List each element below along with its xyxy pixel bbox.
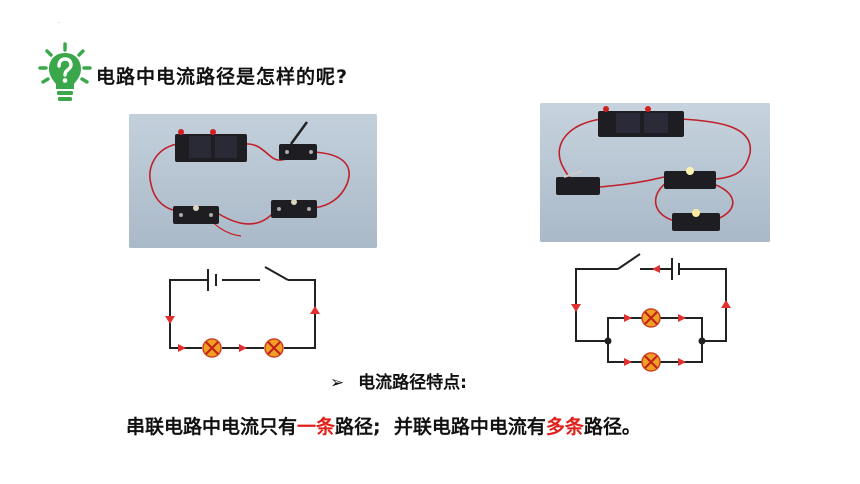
parallel-circuit-photo bbox=[540, 103, 770, 242]
conclusion-part-2: 路径; 并联电路中电流有 bbox=[335, 416, 546, 438]
conclusion-part-1: 串联电路中电流只有 bbox=[126, 416, 298, 438]
lightbulb-question-icon bbox=[38, 42, 92, 101]
series-circuit-photo bbox=[129, 114, 377, 248]
series-circuit-diagram bbox=[165, 266, 320, 358]
page-title: 电路中电流路径是怎样的呢? bbox=[96, 66, 349, 88]
bullet-arrow: ➢ bbox=[330, 373, 345, 393]
conclusion-text: 串联电路中电流只有一条路径; 并联电路中电流有多条路径。 bbox=[126, 412, 641, 439]
emphasis-multi-path: 多条 bbox=[545, 416, 584, 438]
emphasis-one-path: 一条 bbox=[297, 416, 336, 438]
parallel-circuit-diagram bbox=[571, 253, 731, 372]
conclusion-part-3: 路径。 bbox=[583, 416, 641, 438]
feature-label: 电流路径特点: bbox=[358, 373, 467, 393]
feature-heading: ➢ 电流路径特点: bbox=[330, 368, 467, 393]
decorative-dot: . bbox=[58, 18, 60, 25]
